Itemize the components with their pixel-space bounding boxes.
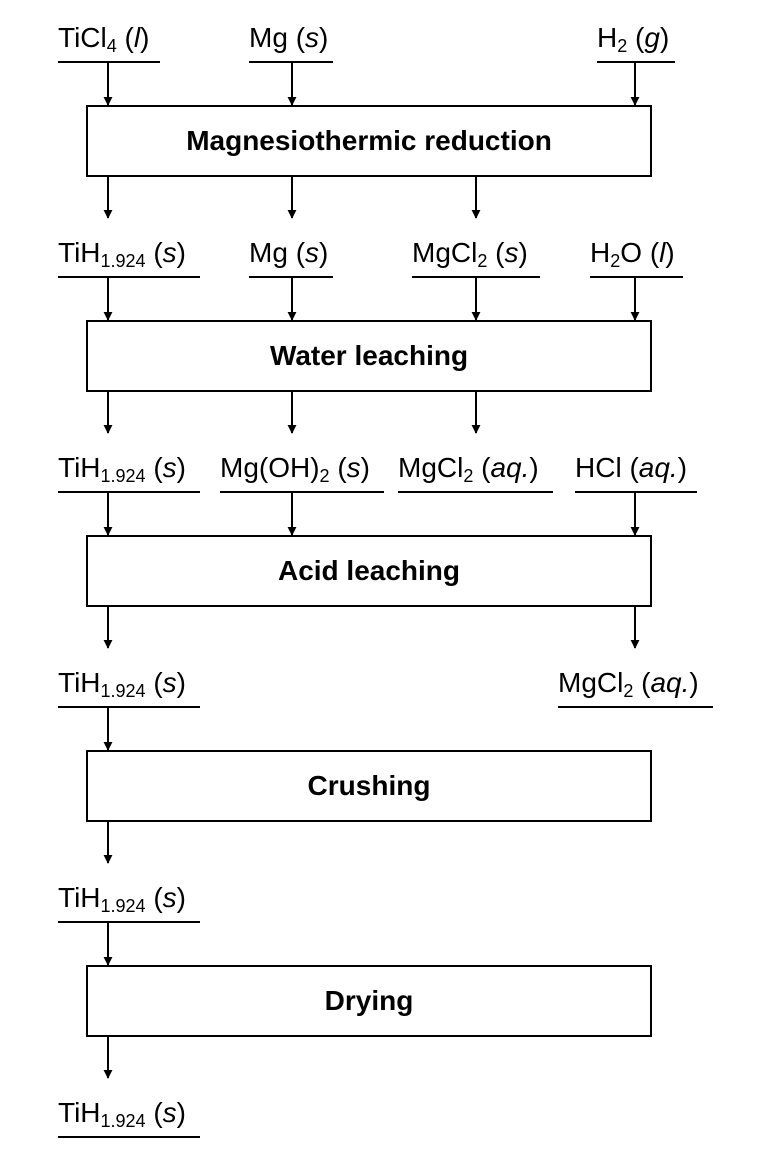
step-label: Crushing [307, 770, 431, 801]
species-label: MgCl2 (aq.) [398, 452, 539, 486]
species-label: MgCl2 (aq.) [558, 667, 699, 701]
species-label: H2O (l) [590, 237, 675, 271]
species-label: TiH1.924 (s) [58, 1097, 186, 1131]
species-label: TiH1.924 (s) [58, 667, 186, 701]
step-magnesiothermic-reduction: Magnesiothermic reduction [86, 105, 652, 177]
species-label: TiCl4 (l) [58, 22, 150, 56]
species-label: MgCl2 (s) [412, 237, 528, 271]
step-label: Drying [324, 985, 414, 1016]
species-label: H2 (g) [597, 22, 670, 56]
species-label: HCl (aq.) [575, 452, 688, 483]
step-water-leaching: Water leaching [86, 320, 652, 392]
step-label: Magnesiothermic reduction [186, 125, 552, 156]
step-crushing: Crushing [86, 750, 652, 822]
species-label: TiH1.924 (s) [58, 452, 186, 486]
species-label: TiH1.924 (s) [58, 882, 186, 916]
connector-lines [58, 61, 713, 1138]
step-label: Acid leaching [277, 555, 461, 586]
species-label: Mg (s) [249, 237, 329, 268]
species-label: Mg(OH)2 (s) [220, 452, 370, 486]
step-label: Water leaching [269, 340, 469, 371]
species-label: TiH1.924 (s) [58, 237, 186, 271]
species-label: Mg (s) [249, 22, 329, 53]
step-acid-leaching: Acid leaching [86, 535, 652, 607]
step-drying: Drying [86, 965, 652, 1037]
